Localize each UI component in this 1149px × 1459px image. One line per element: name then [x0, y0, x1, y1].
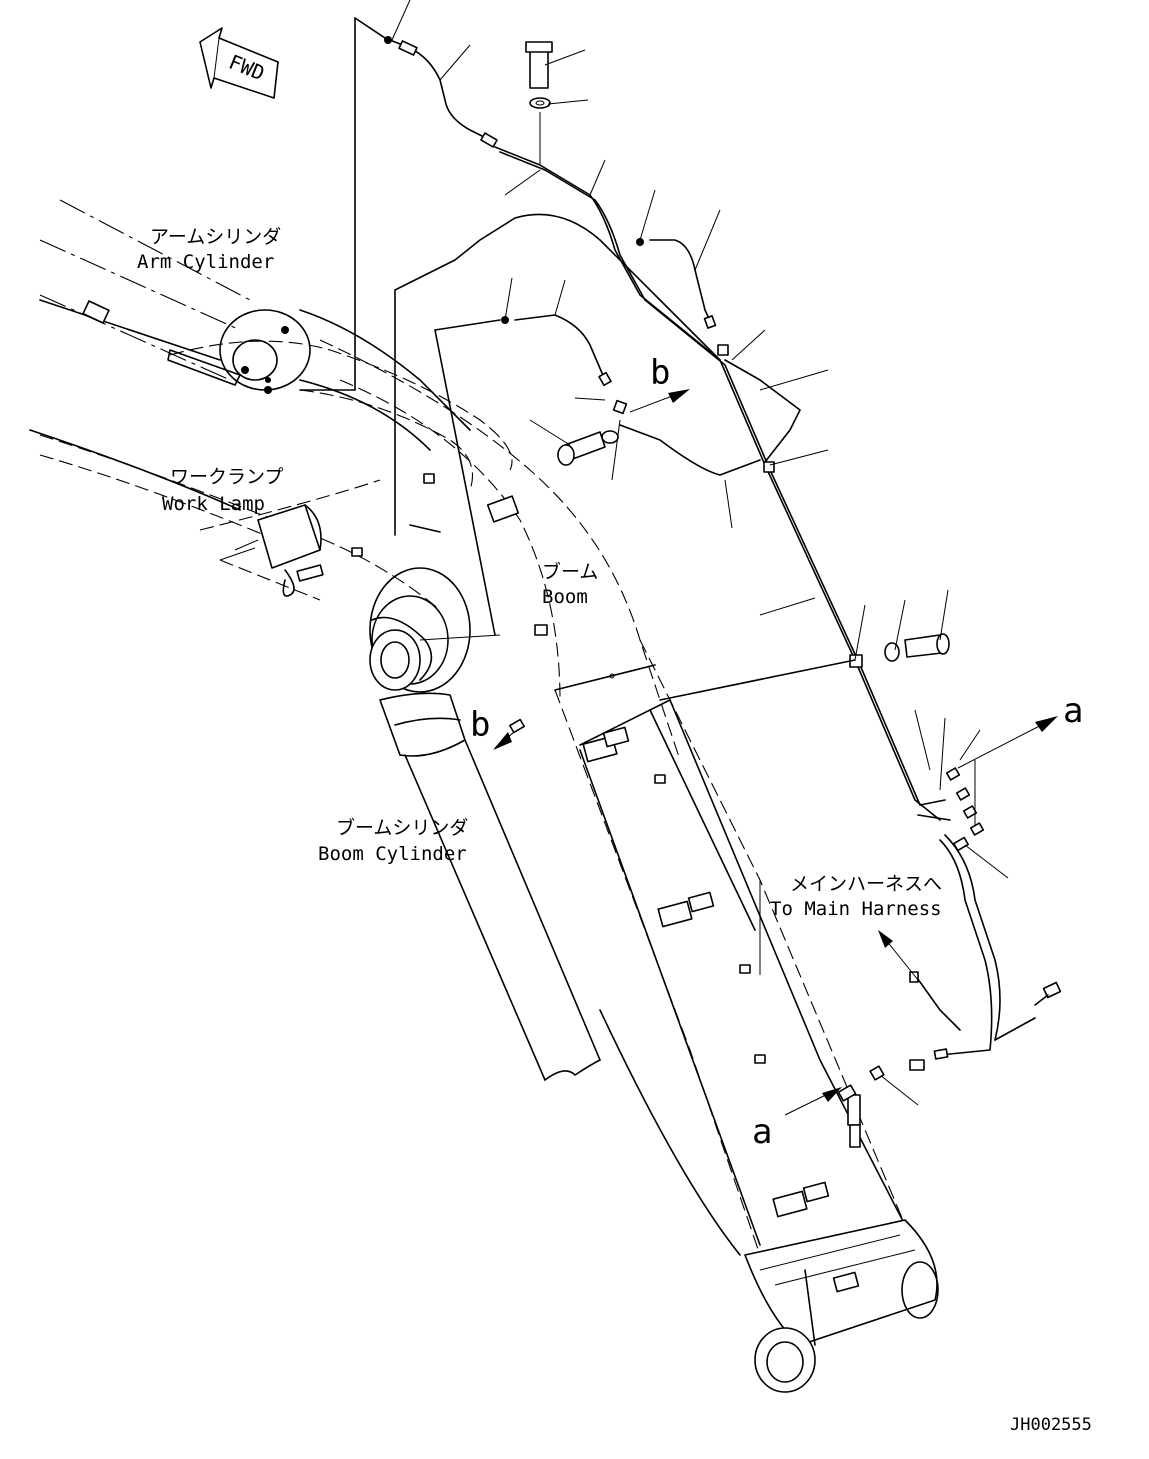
view-a-right-label: a [1063, 691, 1083, 731]
view-arrow-a-bottom: a [752, 1065, 885, 1152]
fwd-arrow: FWD [199, 27, 279, 99]
arm-cylinder-label: アームシリンダ Arm Cylinder [137, 226, 281, 273]
work-lamp-jp: ワークランプ [170, 466, 283, 488]
boom-jp: ブーム [542, 560, 598, 583]
main-harness-label: メインハーネスへ To Main Harness [770, 873, 942, 920]
work-lamp [199, 479, 381, 601]
view-b-left-label: b [470, 705, 490, 745]
arm-cylinder-en: Arm Cylinder [137, 251, 274, 273]
boom-en: Boom [542, 586, 588, 608]
main-harness-jp: メインハーネスへ [790, 873, 942, 895]
boom-body [319, 339, 939, 1393]
view-b-top-label: b [650, 353, 670, 393]
boom-cylinder-label: ブームシリンダ Boom Cylinder [318, 816, 468, 865]
hardware [525, 41, 950, 662]
view-a-bottom-label: a [752, 1112, 772, 1152]
work-lamp-en: Work Lamp [162, 493, 265, 515]
leader-lines [391, 0, 1009, 1106]
view-arrow-b-left: b [470, 705, 525, 750]
arm-cylinder-jp: アームシリンダ [150, 226, 281, 248]
main-harness-en: To Main Harness [770, 898, 942, 920]
view-arrow-a-right: a [957, 691, 1083, 769]
main-harness-arrow [878, 930, 919, 981]
arm-cylinder-head [82, 300, 471, 451]
boom-cylinder-en: Boom Cylinder [318, 843, 467, 865]
boom-cylinder [369, 567, 601, 1081]
drawing-number: JH002555 [1010, 1415, 1092, 1435]
work-lamp-label: ワークランプ Work Lamp [162, 466, 283, 515]
view-arrow-b-top: b [629, 353, 690, 413]
boom-cylinder-jp: ブームシリンダ [336, 816, 468, 839]
harness-routing [299, 17, 1062, 1071]
boom-label: ブーム Boom [542, 560, 598, 608]
